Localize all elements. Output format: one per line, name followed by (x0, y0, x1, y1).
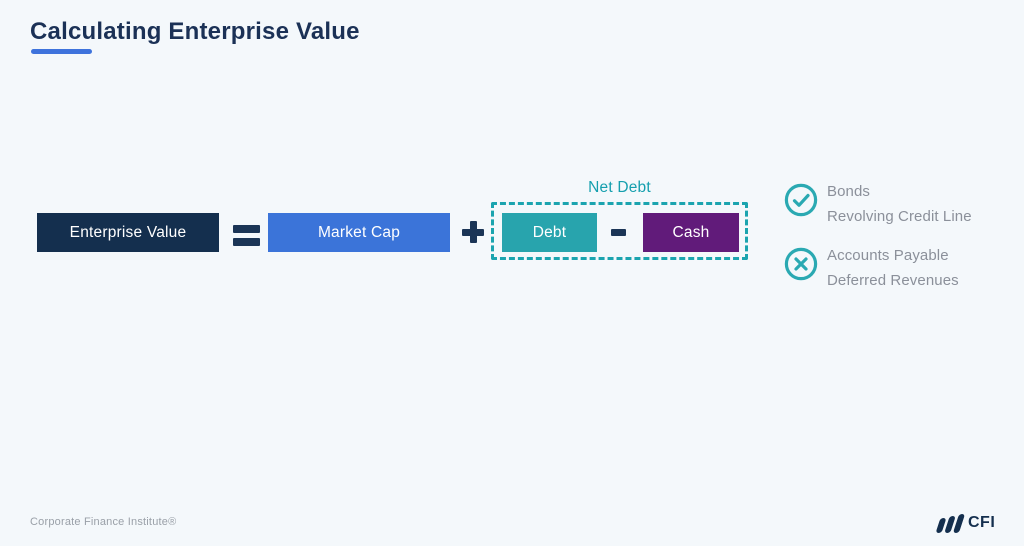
x-circle-icon (784, 247, 818, 281)
excluded-item-2: Deferred Revenues (827, 271, 959, 289)
debt-box: Debt (502, 213, 597, 252)
cash-label: Cash (672, 223, 710, 241)
equals-icon (233, 225, 260, 246)
check-circle-icon (784, 183, 818, 217)
cash-box: Cash (643, 213, 739, 252)
cfi-logo-text: CFI (968, 514, 996, 531)
title-accent-bar (31, 49, 92, 54)
market-cap-box: Market Cap (268, 213, 450, 252)
included-items: Bonds Revolving Credit Line (827, 180, 1024, 229)
cfi-logo: CFI (935, 512, 996, 534)
page-title: Calculating Enterprise Value (30, 18, 360, 45)
included-item-2: Revolving Credit Line (827, 207, 972, 225)
excluded-items: Accounts Payable Deferred Revenues (827, 244, 1024, 293)
market-cap-label: Market Cap (317, 223, 401, 241)
plus-icon (462, 221, 484, 243)
included-item-1: Bonds (827, 183, 871, 200)
enterprise-value-box: Enterprise Value (37, 213, 219, 252)
enterprise-value-label: Enterprise Value (69, 223, 187, 241)
excluded-item-1: Accounts Payable (827, 247, 949, 264)
attribution-text: Corporate Finance Institute® (30, 516, 177, 528)
minus-icon (611, 229, 626, 236)
debt-label: Debt (532, 223, 567, 241)
net-debt-label: Net Debt (588, 179, 651, 196)
net-debt-dashed-group (491, 202, 748, 260)
cfi-logo-bars-icon (935, 513, 966, 533)
